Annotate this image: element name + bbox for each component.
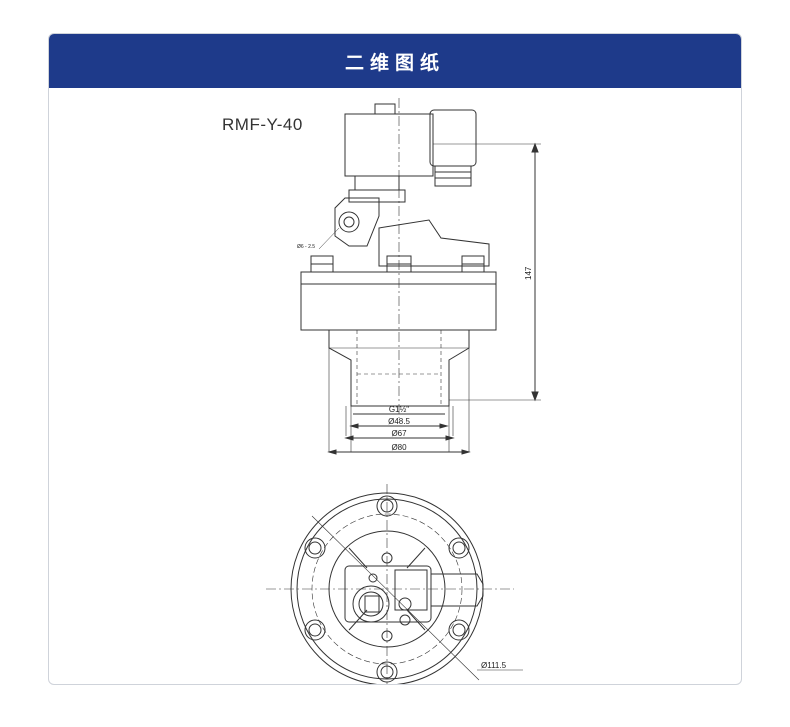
model-label: RMF-Y-40 bbox=[222, 115, 303, 134]
valve-flange bbox=[300, 271, 497, 285]
flange-dim-label: Ø111.5 bbox=[481, 661, 507, 670]
port-thread-label: G1½" bbox=[389, 405, 409, 414]
drawing-card: 二维图纸 RMF-Y-40 bbox=[48, 33, 742, 685]
dim-d1-label: Ø48.5 bbox=[388, 417, 410, 426]
drawing-svg: 147 G1½" Ø48.5 Ø67 Ø80 Ø6 - 2.5 Ø111.5 bbox=[266, 98, 541, 684]
coil-connector bbox=[429, 109, 477, 167]
pilot-port bbox=[338, 211, 360, 233]
dim-d3-label: Ø80 bbox=[391, 443, 407, 452]
side-note-label: Ø6 - 2.5 bbox=[297, 244, 315, 250]
dim-d2-label: Ø67 bbox=[391, 429, 407, 438]
pilot-head bbox=[344, 565, 432, 623]
technical-drawing: RMF-Y-40 bbox=[49, 88, 741, 684]
solenoid-coil bbox=[344, 113, 434, 177]
height-dim-label: 147 bbox=[524, 266, 533, 280]
card-title: 二维图纸 bbox=[49, 34, 741, 88]
